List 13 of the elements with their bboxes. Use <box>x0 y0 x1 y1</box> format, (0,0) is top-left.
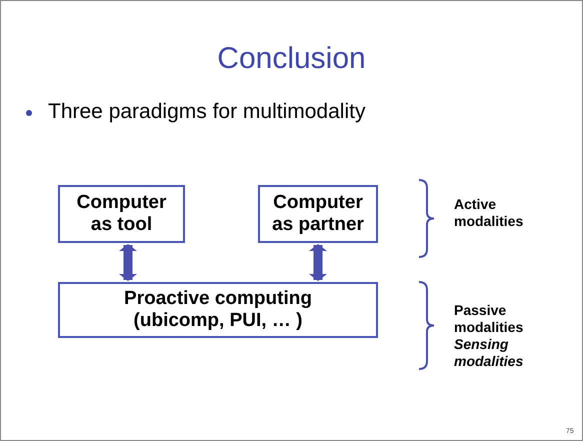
brace-label: Active modalities <box>454 196 524 230</box>
brace-label: Passive modalities <box>454 302 524 336</box>
double-arrow <box>119 244 137 281</box>
text-box <box>258 185 378 243</box>
bullet-text: Three paradigms for multimodality <box>48 100 366 124</box>
slide-title: Conclusion <box>216 42 367 76</box>
brace-label: Sensing modalities <box>454 336 524 370</box>
text-box <box>58 185 185 243</box>
box-label: Computer as tool <box>76 192 166 235</box>
box-label: Proactive computing (ubicomp, PUI, … ) <box>124 288 312 331</box>
box-label: Computer as partner <box>272 192 364 235</box>
double-arrow <box>309 244 327 281</box>
text-box <box>58 282 378 338</box>
